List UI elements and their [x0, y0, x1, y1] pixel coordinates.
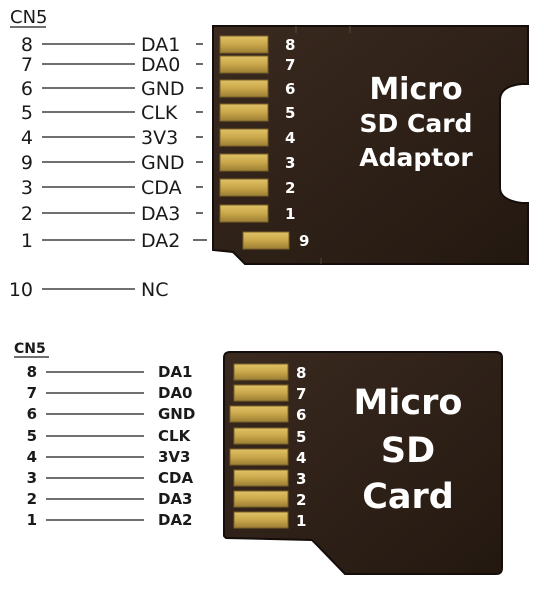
adaptor-pad-number: 2	[285, 179, 295, 197]
microsd-contact-pad	[233, 363, 289, 381]
microsd-contact-pad	[233, 511, 289, 529]
adaptor-pin-number: 10	[9, 279, 33, 301]
microsd-signal-label: 3V3	[158, 448, 190, 466]
microsd-card-body	[223, 351, 503, 575]
microsd-pad-number: 8	[296, 364, 306, 382]
adaptor-signal-label: CDA	[141, 177, 182, 199]
adaptor-connector-header: CN5	[10, 7, 48, 28]
microsd-contact-pad	[233, 469, 289, 487]
adaptor-signal-label: 3V3	[141, 127, 178, 149]
adaptor-pad-number: 7	[285, 56, 295, 74]
microsd-signal-label: CLK	[158, 427, 192, 445]
microsd-pin-number: 3	[27, 469, 37, 487]
microsd-pad-number: 1	[296, 512, 306, 530]
microsd-pad-number: 3	[296, 470, 306, 488]
microsd-pad-number: 5	[296, 428, 306, 446]
microsd-pin-rows: 8 DA1 8 7 DA0 7 6 GND 6 5 CLK 5 4 3V3 4 3 CDA 3 2 DA3 2 1 DA2 1	[27, 363, 307, 530]
adaptor-card-body	[212, 25, 529, 265]
microsd-pad-number: 2	[296, 491, 306, 509]
adaptor-signal-label: CLK	[141, 102, 178, 124]
adaptor-contact-pad	[219, 178, 269, 197]
adaptor-pin-number: 3	[21, 177, 33, 199]
adaptor-contact-pad	[219, 35, 269, 54]
adaptor-pad-number: 6	[285, 80, 295, 98]
adaptor-signal-label: GND	[141, 152, 185, 174]
adaptor-pad-number: 3	[285, 154, 295, 172]
microsd-signal-label: DA0	[158, 384, 193, 402]
adaptor-pad-number: 4	[285, 129, 295, 147]
microsd-pin-number: 2	[27, 490, 37, 508]
adaptor-signal-label: DA1	[141, 34, 180, 56]
adaptor-pin-number: 2	[21, 203, 33, 225]
microsd-signal-label: GND	[158, 405, 195, 423]
adaptor-contact-pad	[219, 55, 269, 74]
adaptor-pin-number: 7	[21, 54, 33, 76]
microsd-contact-pad	[229, 448, 289, 466]
adaptor-pad-number: 5	[285, 104, 295, 122]
adaptor-pin-number: 4	[21, 127, 33, 149]
microsd-pin-number: 1	[27, 511, 37, 529]
adaptor-title-line-1: Micro	[369, 72, 462, 107]
microsd-contact-pad	[229, 405, 289, 423]
adaptor-pin-number: 1	[21, 230, 33, 252]
adaptor-contact-pad	[219, 204, 269, 223]
adaptor-pin-number: 5	[21, 102, 33, 124]
adaptor-pin-number: 6	[21, 78, 33, 100]
adaptor-title-line-3: Adaptor	[359, 143, 473, 172]
microsd-pin-number: 6	[27, 405, 37, 423]
microsd-signal-label: DA3	[158, 490, 193, 508]
microsd-contact-pad	[233, 490, 289, 508]
adaptor-pad-number: 1	[285, 205, 295, 223]
microsd-contact-pad	[233, 427, 289, 445]
microsd-signal-label: CDA	[158, 469, 193, 487]
adaptor-contact-pad	[219, 153, 269, 172]
adaptor-pad-number: 9	[299, 232, 309, 250]
adaptor-contact-pad	[219, 103, 269, 122]
microsd-signal-label: DA1	[158, 363, 193, 381]
microsd-title-line-1: Micro	[354, 383, 463, 423]
adaptor-contact-pad	[219, 79, 269, 98]
microsd-pad-number: 7	[296, 385, 306, 403]
adaptor-pin-number: 9	[21, 152, 33, 174]
microsd-pin-number: 7	[27, 384, 37, 402]
adaptor-title-line-2: SD Card	[360, 109, 473, 138]
adaptor-pad-number: 8	[285, 36, 295, 54]
adaptor-signal-label: DA3	[141, 203, 180, 225]
microsd-pin-number: 4	[27, 448, 37, 466]
adaptor-signal-label: GND	[141, 78, 185, 100]
microsd-title-line-2: SD	[381, 431, 435, 471]
adaptor-contact-pad	[219, 128, 269, 147]
microsd-pin-number: 5	[27, 427, 37, 445]
microsd-pin-number: 8	[27, 363, 37, 381]
microsd-connector-header: CN5	[14, 341, 46, 357]
microsd-signal-label: DA2	[158, 511, 193, 529]
microsd-pad-number: 6	[296, 406, 306, 424]
adaptor-signal-label: NC	[141, 279, 168, 301]
adaptor-signal-label: DA0	[141, 54, 180, 76]
adaptor-contact-pad	[242, 231, 290, 250]
adaptor-signal-label: DA2	[141, 230, 180, 252]
microsd-title-line-3: Card	[362, 477, 454, 517]
microsd-pad-number: 4	[296, 449, 306, 467]
microsd-section: CN5 8 DA1 8 7 DA0 7 6 GND 6 5 CLK 5 4 3V3 4 3 CDA 3 2 DA3 2 1…	[14, 341, 503, 575]
microsd-contact-pad	[233, 384, 289, 402]
adaptor-pin-number: 8	[21, 34, 33, 56]
